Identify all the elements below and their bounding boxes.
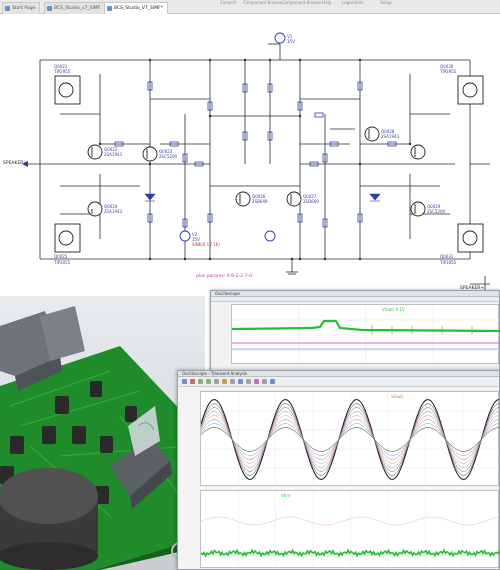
transistor-part: TIP2955 [54, 69, 71, 74]
play-icon[interactable] [182, 379, 187, 384]
waveform-trace [200, 427, 499, 452]
scope-large-toolbar[interactable] [178, 377, 499, 387]
pcb-3d-render [0, 306, 205, 570]
transistor-part: 2SC5200 [159, 154, 178, 159]
menu-item[interactable]: Component Browse [282, 0, 322, 5]
waveform-trace [200, 423, 499, 456]
waveform-trace [200, 411, 499, 468]
transistor-ref[interactable]: Q0031 [440, 254, 454, 259]
menu-item[interactable]: Component Browse [243, 0, 283, 5]
channel-icon[interactable] [254, 379, 259, 384]
fft-icon[interactable] [270, 379, 275, 384]
transistor-part: TIP3055 [54, 260, 71, 265]
scope-small-traces [231, 305, 500, 365]
transistor-ref[interactable]: Q0030 [440, 64, 454, 69]
transistor-part: 2SA1943 [381, 134, 400, 139]
transistor-part: 2SA1943 [104, 209, 123, 214]
export-icon[interactable] [238, 379, 243, 384]
marker-icon[interactable] [222, 379, 227, 384]
input-net-label: SPEAKER+ [3, 161, 28, 166]
scope-large-top-traces [200, 392, 499, 487]
measure-icon[interactable] [262, 379, 267, 384]
scope-small-plot[interactable]: V(out) 0.1V [231, 304, 500, 365]
transistor-part: TIP3055 [440, 260, 457, 265]
page-icon [5, 6, 10, 11]
menu-item[interactable]: Setup [380, 0, 392, 5]
grid-icon[interactable] [230, 379, 235, 384]
scope-large-top-legend: V(out) [391, 394, 404, 399]
source-expression: SINE(0 1V 1K) [192, 242, 220, 247]
scope-window-small[interactable]: Oscilloscope V(out) 0.1V [210, 290, 500, 372]
schematic-annotation: plus params: 4-8-2-2-7-0 [196, 274, 252, 279]
waveform-trace [200, 548, 499, 558]
scope-large-bottom-legend: V(in) [281, 493, 291, 498]
menu-item[interactable]: Help [322, 0, 332, 5]
settings-icon[interactable] [246, 379, 251, 384]
transistor-part: 2SA1943 [104, 152, 123, 157]
transistor-ref[interactable]: Q0022 [104, 147, 118, 152]
scope-small-toolbar[interactable] [211, 297, 499, 302]
scope-large-bottom-plot[interactable]: V(in) [200, 490, 499, 569]
transistor-part: 2SB649 [252, 199, 268, 204]
transistor-ref[interactable]: Q0021 [54, 64, 68, 69]
scope-large-top-plot[interactable]: V(out) [200, 391, 499, 487]
schematic-icon [107, 6, 112, 11]
waveform-trace [200, 407, 499, 472]
transistor-ref[interactable]: Q0029 [427, 204, 441, 209]
pcb-3d-view[interactable] [0, 296, 205, 570]
schematic-canvas[interactable]: SPEAKER+ SPEAKER+ SPEAKER- plus params: … [0, 14, 500, 297]
transistor-part: TIP2955 [440, 69, 457, 74]
transistor-ref[interactable]: Q0026 [252, 194, 266, 199]
menu-item[interactable]: Connect [220, 0, 237, 5]
menu-item[interactable]: Legislation [342, 0, 364, 5]
scope-large-title: Oscilloscope - Transient Analysis [178, 371, 499, 377]
scope-large-bottom-traces [200, 491, 499, 569]
waveform-trace [200, 415, 499, 464]
waveform-trace [200, 516, 499, 526]
cursor-icon[interactable] [214, 379, 219, 384]
transistor-part: 2SC5200 [427, 209, 446, 214]
zoom-in-icon[interactable] [198, 379, 203, 384]
transistor-part: 2SD669 [303, 199, 319, 204]
tab-start-page[interactable]: Start Page [2, 2, 41, 14]
voltage-source-value: 35V [192, 237, 200, 242]
zoom-out-icon[interactable] [206, 379, 211, 384]
waveform-trace [200, 419, 499, 460]
scope-window-large[interactable]: Oscilloscope - Transient Analysis V(out)… [177, 370, 500, 570]
transistor-ref[interactable]: Q0025 [54, 254, 68, 259]
tab-schematic-2[interactable]: BCS_Studio_V7_SIMF* [104, 2, 168, 14]
stop-icon[interactable] [190, 379, 195, 384]
voltage-source-value: 35V [287, 39, 295, 44]
transistor-ref[interactable]: Q0024 [104, 204, 118, 209]
output-net-label: SPEAKER+ [460, 286, 485, 291]
tab-schematic-1[interactable]: BCS_Studio_v7_SIMF [44, 2, 106, 14]
schematic-drawing [22, 32, 490, 292]
waveform-trace [200, 398, 499, 481]
waveform-trace [200, 403, 499, 476]
voltage-source-ref[interactable]: V1 [287, 34, 293, 39]
transistor-ref[interactable]: Q0027 [303, 194, 317, 199]
schematic-icon [47, 6, 52, 11]
voltage-source-ref[interactable]: V2 [192, 232, 198, 237]
scope-small-legend: V(out) 0.1V [382, 307, 405, 312]
transistor-ref[interactable]: Q0028 [381, 129, 395, 134]
scope-small-title: Oscilloscope [211, 291, 499, 297]
transistor-ref[interactable]: Q0023 [159, 149, 173, 154]
document-tab-bar: Start Page BCS_Studio_v7_SIMF BCS_Studio… [0, 0, 500, 14]
